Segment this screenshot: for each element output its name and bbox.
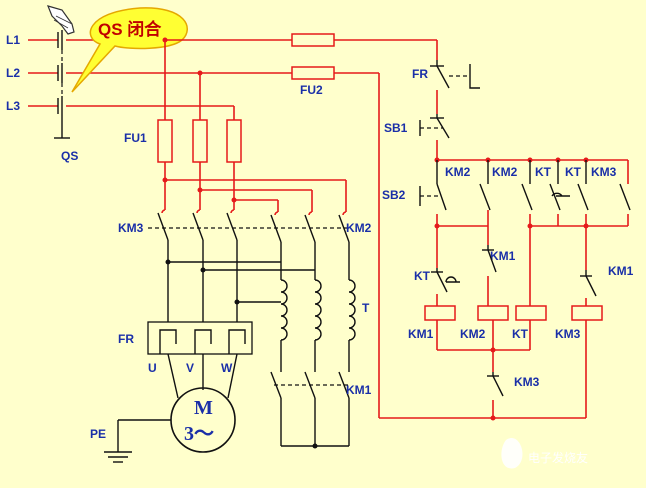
coil-kt — [515, 305, 547, 321]
motor-label: M — [194, 397, 213, 419]
label-fr-main: FR — [118, 332, 134, 346]
km2-main-contacts: KM2 — [165, 211, 372, 305]
label-kt-b: KT — [565, 165, 582, 179]
label-u: U — [148, 361, 157, 375]
watermark-logo-icon — [501, 437, 523, 469]
label-km2-b: KM2 — [492, 165, 518, 179]
label-km3-a: KM3 — [591, 165, 617, 179]
pointing-hand-icon — [46, 5, 75, 35]
label-coil-km2: KM2 — [460, 327, 486, 341]
watermark-text: 电子发烧友 — [528, 450, 588, 465]
label-pe: PE — [90, 427, 106, 441]
ground-icon — [104, 451, 132, 463]
label-km3-main: KM3 — [118, 221, 144, 235]
autotransformer: T — [280, 272, 370, 372]
watermark: 电子发烧友 — [501, 437, 588, 469]
label-km2-a: KM2 — [445, 165, 471, 179]
label-fr-ctrl: FR — [412, 67, 428, 81]
label-fu2: FU2 — [300, 83, 323, 97]
fuse-fu2-b — [291, 66, 335, 80]
fr-overload-relay: FR U V W — [118, 321, 253, 399]
label-km1-main: KM1 — [346, 383, 372, 397]
label-v: V — [186, 361, 194, 375]
label-l3: L3 — [6, 99, 20, 113]
label-t: T — [362, 301, 370, 315]
label-qs: QS — [61, 149, 78, 163]
coil-km2 — [477, 305, 509, 321]
label-coil-km3: KM3 — [555, 327, 581, 341]
label-sb2: SB2 — [382, 188, 406, 202]
coil-km1 — [424, 305, 456, 321]
fuse-fu1: FU1 — [124, 40, 347, 212]
label-km1-aux: KM1 — [490, 249, 516, 263]
label-fu1: FU1 — [124, 131, 147, 145]
label-km3-bottom: KM3 — [514, 375, 540, 389]
km3-main-contacts: KM3 — [118, 209, 350, 322]
control-circuit: FR SB1 SB2 KM2 KM2 KM1 — [379, 40, 634, 421]
coil-km3 — [571, 305, 603, 321]
control-feed-wires: FU2 — [162, 33, 437, 418]
label-km1-right: KM1 — [608, 264, 634, 278]
motor: M 3～ PE — [90, 387, 236, 453]
label-coil-kt: KT — [512, 327, 529, 341]
label-kt-a: KT — [535, 165, 552, 179]
label-coil-km1: KM1 — [408, 327, 434, 341]
qs-switch: QS — [54, 30, 234, 163]
label-sb1: SB1 — [384, 121, 408, 135]
qs-callout: QS 闭合 — [71, 7, 188, 93]
motor-phase-label: 3～ — [184, 423, 214, 445]
label-w: W — [221, 361, 233, 375]
label-km2-main: KM2 — [346, 221, 372, 235]
km1-star-contacts: KM1 — [270, 371, 372, 449]
power-lines: L1 L2 L3 — [6, 33, 58, 113]
callout-text: QS 闭合 — [98, 19, 162, 39]
fuse-fu2-a — [291, 33, 335, 47]
label-l2: L2 — [6, 66, 20, 80]
label-kt-contact: KT — [414, 269, 431, 283]
label-l1: L1 — [6, 33, 20, 47]
